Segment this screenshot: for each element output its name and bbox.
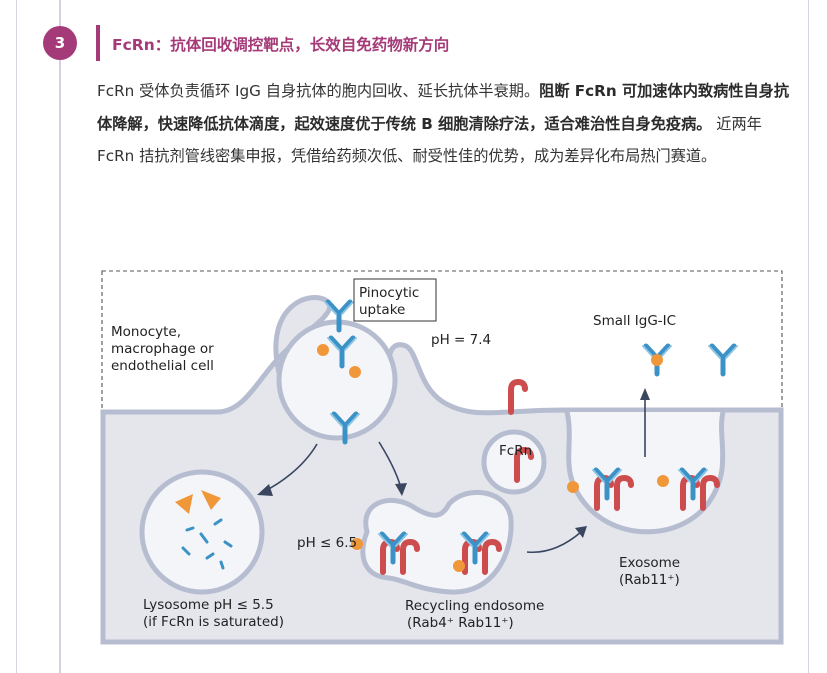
small-igg-ic-label: Small IgG-IC — [593, 313, 676, 329]
antigen-icon — [651, 354, 663, 366]
paragraph-bold: 阻断 FcRn 可加速体内致病性自身抗体降解，快速降低抗体滴度，起效速度优于传统… — [97, 82, 790, 133]
pinocytic-label-line2: uptake — [359, 302, 405, 318]
antigen-fragment-icon — [175, 494, 193, 514]
ph-extracellular-label: pH = 7.4 — [431, 332, 491, 348]
cell-label-line2: macrophage or — [111, 341, 214, 357]
exosome-label-line2: (Rab11⁺) — [619, 572, 680, 588]
fcrn-label: FcRn — [499, 443, 532, 459]
lysosome — [139, 469, 265, 595]
section-heading: FcRn：抗体回收调控靶点，长效自免药物新方向 — [112, 36, 450, 54]
antigen-icon — [657, 475, 669, 487]
frame-left-border — [16, 0, 17, 673]
cell-label-line1: Monocyte, — [111, 324, 181, 340]
antibody-fragments-icon — [181, 518, 233, 570]
arrowhead — [395, 483, 407, 496]
lysosome-label-line1: Lysosome pH ≤ 5.5 — [143, 597, 274, 613]
arrowhead — [575, 526, 587, 538]
antigen-icon — [453, 560, 465, 572]
arrow-to-exosome — [526, 531, 582, 554]
paragraph-intro: FcRn 受体负责循环 IgG 自身抗体的胞内回收、延长抗体半衰期。 — [97, 82, 540, 100]
small-igg-ic-icon — [709, 346, 737, 374]
heading-accent-bar — [96, 25, 100, 61]
pinocytic-label-box — [353, 278, 437, 322]
antigen-fragment-icon — [201, 490, 221, 510]
recycling-label-line1: Recycling endosome — [405, 598, 544, 614]
diagram-svg: Pinocytic uptake Monocyte, macrophage or… — [100, 270, 784, 645]
cell-label-line3: endothelial cell — [111, 358, 214, 374]
ph-endosome-label: pH ≤ 6.5 — [297, 535, 357, 551]
membrane-fcrn-icon — [511, 382, 525, 412]
step-badge: 3 — [43, 26, 77, 60]
body-paragraph: FcRn 受体负责循环 IgG 自身抗体的胞内回收、延长抗体半衰期。阻断 FcR… — [97, 75, 797, 173]
antigen-icon — [351, 538, 363, 550]
recycling-endosome — [360, 489, 514, 595]
fcrn-diagram: Pinocytic uptake Monocyte, macrophage or… — [97, 262, 787, 652]
lysosome-label-line2: (if FcRn is saturated) — [143, 614, 284, 630]
antigen-icon — [567, 481, 579, 493]
recycling-label-line2: (Rab4⁺ Rab11⁺) — [407, 615, 514, 631]
exosome-label-line1: Exosome — [619, 555, 680, 571]
pinocytic-label-line1: Pinocytic — [359, 285, 419, 301]
antigen-icon — [317, 344, 329, 356]
paragraph-rest: 近两年 FcRn 拮抗剂管线密集申报，凭借给药频次低、耐受性佳的优势，成为差异化… — [97, 114, 762, 166]
timeline-line — [59, 0, 61, 673]
exosome-arrowhead — [640, 388, 650, 400]
frame-right-border — [808, 0, 809, 673]
arrowhead — [257, 484, 273, 496]
antigen-icon — [349, 366, 361, 378]
